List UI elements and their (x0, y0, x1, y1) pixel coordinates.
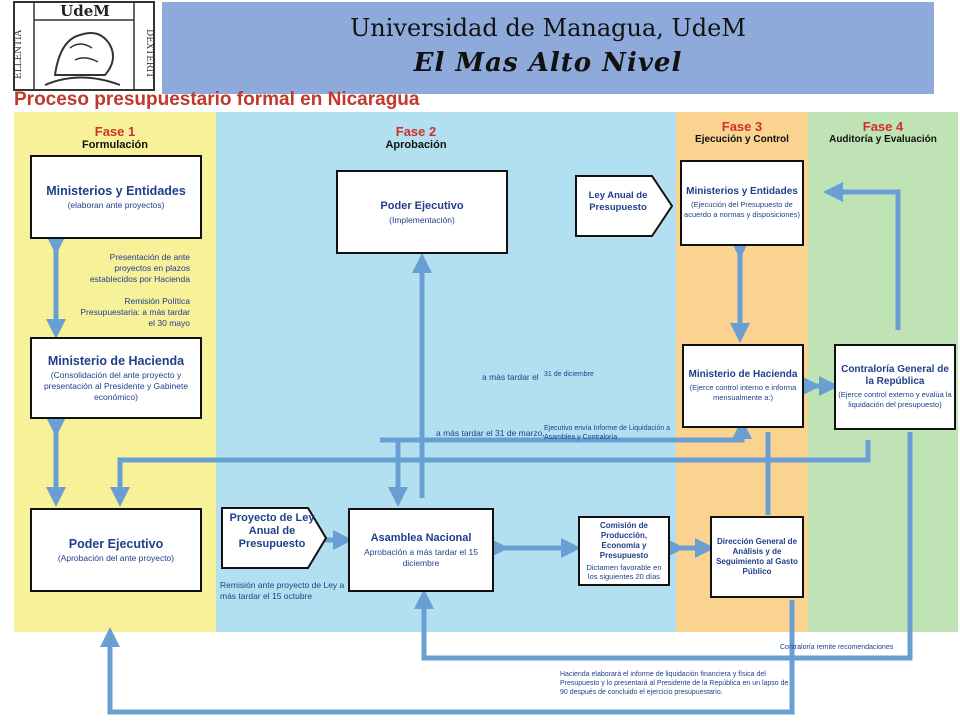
phase-label: Ejecución y Control (695, 134, 789, 145)
contraloria-box: Contraloría General de la República (Eje… (834, 344, 956, 430)
ministerios-entidades-box: Ministerios y Entidades (elaboran ante p… (30, 155, 202, 239)
ministerios-entidades-execution-box: Ministerios y Entidades (Ejecución del P… (680, 160, 804, 246)
contraloria-remite-note: Contraloría remite recomendaciones (780, 644, 894, 651)
box-title: Poder Ejecutivo (380, 199, 464, 212)
hacienda-elabora-note: Hacienda elaborará el informe de liquida… (560, 671, 789, 696)
presentacion-note: Presentación de ante proyectos en plazos… (89, 252, 190, 284)
university-slogan: El Mas Alto Nivel (413, 48, 683, 78)
box-title: Contraloría General de la República (841, 364, 949, 387)
box-title: Ley Anual de Presupuesto (588, 190, 648, 213)
box-title: Proyecto de Ley Anual de Presupuesto (229, 512, 315, 550)
box-subtitle: (Ejerce control interno e informa mensua… (689, 383, 797, 402)
phase-3-header: Fase 3 Ejecución y Control (676, 119, 808, 145)
asamblea-nacional-box: Asamblea Nacional Aprobación a más tarda… (348, 508, 494, 592)
phase-name: Fase 1 (94, 124, 136, 139)
box-subtitle: Aprobación a más tardar el 15 diciembre (364, 547, 478, 568)
phase-name: Fase 3 (721, 119, 763, 134)
poder-ejecutivo-implementation-box: Poder Ejecutivo (Implementación) (336, 170, 508, 254)
deadline-mar-label: a más tardar el 31 de marzo, (436, 428, 545, 438)
box-subtitle: (Consolidación del ante proyecto y prese… (43, 369, 189, 402)
proyecto-ley-box: Proyecto de Ley Anual de Presupuesto (226, 512, 318, 551)
university-title: Universidad de Managua, UdeM (350, 14, 746, 42)
box-title: Asamblea Nacional (370, 532, 472, 544)
phase-1-header: Fase 1 Formulación (14, 124, 216, 151)
box-subtitle: (elaboran ante proyectos) (67, 199, 165, 210)
ley-anual-box: Ley Anual de Presupuesto (580, 190, 656, 214)
logo-text: UdeM (60, 2, 110, 20)
ejecutivo-envia-note: Ejecutivo envía Informe de Liquidación a… (544, 425, 671, 441)
box-title: Poder Ejecutivo (68, 536, 164, 551)
box-subtitle: (Aprobación del ante proyecto) (57, 552, 175, 563)
deadline-dec-label-a: a más tardar el (482, 372, 539, 382)
box-title: Ministerio de Hacienda (688, 369, 798, 380)
phase-2-header: Fase 2 Aprobación (300, 124, 532, 151)
phase-name: Fase 4 (862, 119, 904, 134)
box-subtitle: (Ejecución del Presupuesto de acuerdo a … (684, 200, 800, 219)
header-banner: Universidad de Managua, UdeM El Mas Alto… (162, 2, 934, 94)
box-title: Ministerio de Hacienda (47, 353, 185, 368)
udem-logo: UdeM ELLENTIA DEXTERIT (0, 0, 160, 92)
box-title: Comisión de Producción, Economía y Presu… (599, 521, 649, 560)
box-title: Ministerios y Entidades (686, 186, 798, 197)
poder-ejecutivo-approval-box: Poder Ejecutivo (Aprobación del ante pro… (30, 508, 202, 592)
remision-ley-note: Remisión ante proyecto de Ley a más tard… (220, 580, 345, 601)
box-subtitle: Dictamen favorable en los siguientes 20 … (586, 563, 662, 581)
logo-right-text: DEXTERIT (144, 29, 154, 79)
box-subtitle: (Ejerce control externo y evalúa la liqu… (838, 390, 952, 409)
phase-label: Formulación (81, 139, 148, 151)
box-title: Ministerios y Entidades (46, 183, 186, 198)
bottom-notes-area (540, 632, 960, 722)
phase-label: Auditoría y Evaluación (829, 134, 937, 145)
phase-4-header: Fase 4 Auditoría y Evaluación (808, 119, 958, 145)
box-subtitle: (Implementación) (389, 214, 455, 225)
deadline-dec-label-b: 31 de diciembre (544, 371, 594, 378)
ministerio-hacienda-box: Ministerio de Hacienda (Consolidación de… (30, 337, 202, 419)
remision-politica-note: Remisión Política Presupuestaria: a más … (80, 296, 190, 328)
comision-box: Comisión de Producción, Economía y Presu… (578, 516, 670, 586)
logo-emblem-icon (13, 1, 155, 91)
box-title: Dirección General de Análisis y de Segui… (716, 537, 798, 576)
direccion-general-box: Dirección General de Análisis y de Segui… (710, 516, 804, 598)
diagram-title: Proceso presupuestario formal en Nicarag… (14, 89, 420, 110)
ministerio-hacienda-control-box: Ministerio de Hacienda (Ejerce control i… (682, 344, 804, 428)
phase-label: Aprobación (385, 139, 447, 151)
phase-name: Fase 2 (395, 124, 437, 139)
